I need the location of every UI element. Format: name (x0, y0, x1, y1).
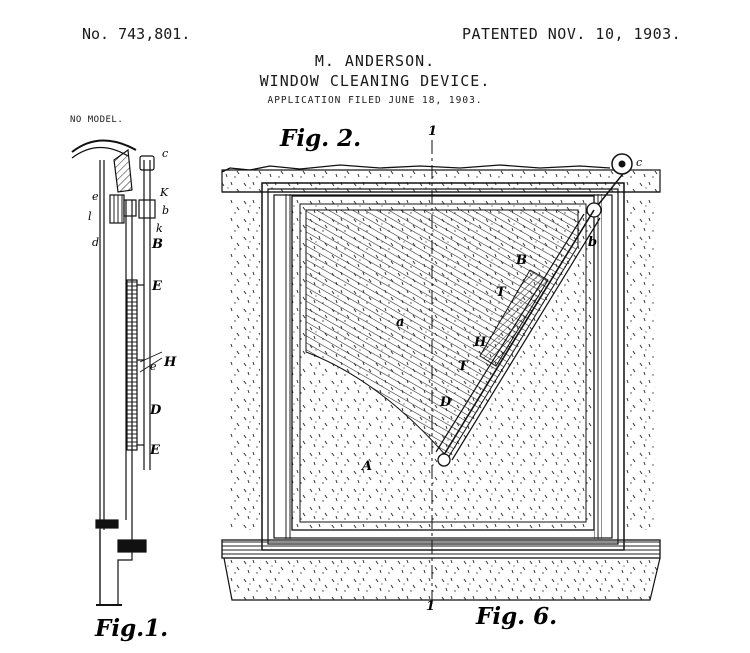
fig1-label-D: D (149, 403, 162, 418)
fig1-label-E-top: E (151, 279, 163, 294)
fig2-label-H: H (473, 335, 487, 350)
fig1-label-H: H (163, 355, 177, 370)
fig1-label-B: B (151, 237, 163, 252)
fig1-label-e: e (92, 190, 99, 203)
fig2-drawing (221, 140, 661, 605)
inventor-name: M. ANDERSON. (314, 52, 436, 70)
fig1-label-d: d (92, 236, 99, 249)
fig2-label-B: B (515, 253, 527, 268)
device-title: WINDOW CLEANING DEVICE. (259, 72, 491, 90)
patent-date: PATENTED NOV. 10, 1903. (462, 25, 682, 43)
fig1-label-K: K (159, 186, 169, 199)
fig1-label-c: c (162, 147, 168, 160)
fig6-caption: Fig. 6. (475, 603, 557, 630)
fig1-caption: Fig.1. (94, 615, 168, 642)
fig2-label-A: A (360, 459, 372, 474)
fig2-label-c: c (636, 156, 642, 169)
fig2-label-T-lower: T (458, 359, 469, 374)
application-filed: APPLICATION FILED JUNE 18, 1903. (267, 95, 483, 106)
fig2-label-D: D (439, 395, 452, 410)
fig2-label-b: b (588, 235, 597, 250)
no-model-note: NO MODEL. (70, 115, 124, 125)
fig1-label-e-mid: e (150, 360, 157, 373)
section-mark-bottom: 1 (426, 599, 435, 614)
fig2-caption: Fig. 2. (279, 125, 361, 152)
fig1-label-l: l (88, 210, 92, 223)
patent-number: No. 743,801. (82, 25, 191, 43)
fig1-label-b: b (162, 204, 169, 217)
fig2-label-T-upper: T (496, 285, 507, 300)
section-mark-top: 1 (428, 124, 437, 139)
fig1-label-E-bottom: E (149, 443, 161, 458)
fig1-drawing (71, 139, 156, 606)
fig1-label-k: k (156, 222, 163, 235)
fig2-label-a: a (396, 315, 404, 330)
